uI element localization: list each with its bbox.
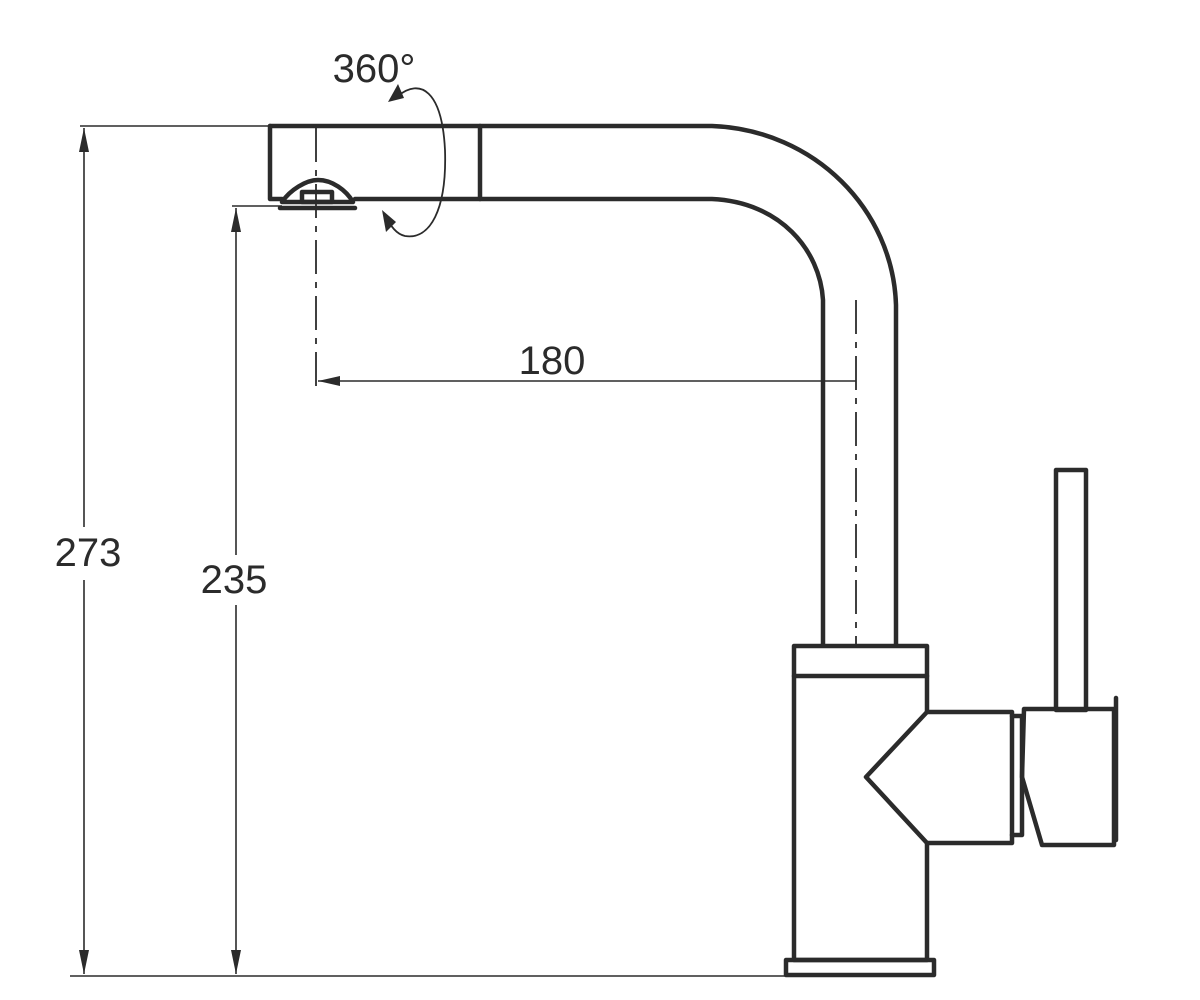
spout-top-edge [267,123,899,648]
label-235: 235 [201,558,268,602]
label-360: 360° [333,47,416,91]
spout [267,123,899,648]
label-273: 273 [55,531,122,575]
faucet-body [783,643,937,978]
lever-handle [1019,467,1119,848]
lever-stem [1053,467,1089,713]
lever-block [1019,706,1117,848]
base-plate [783,957,937,978]
body-collar [791,643,930,679]
cartridge-housing [863,709,1015,846]
arrow-235-top [231,208,241,232]
rotation-arrow-bottom [382,210,396,232]
rotation-arrow-top [388,84,404,102]
aerator [277,177,358,211]
arrow-273-top [79,128,89,152]
body-main [791,673,930,963]
mixer-cartridge [863,709,1025,846]
arrow-273-bottom [79,950,89,974]
aerator-body [279,177,356,205]
aerator-nozzle [299,189,335,205]
spout-end-face [267,123,285,202]
dimension-reach: 180 [318,339,856,386]
rotation-arc [384,87,446,238]
arrow-180-left [318,376,340,386]
dimension-outlet-height: 235 [201,205,282,974]
label-180: 180 [519,339,586,383]
spout-bottom-edge [352,196,826,648]
dimension-total-height: 273 [55,125,785,977]
arrow-235-bottom [231,950,241,974]
rotation-indicator: 360° [333,47,446,238]
